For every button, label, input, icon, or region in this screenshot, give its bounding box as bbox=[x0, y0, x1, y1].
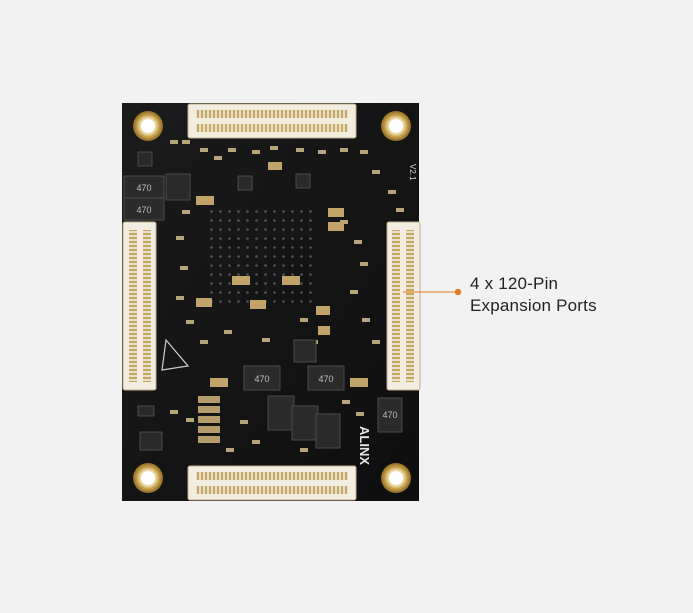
inductor-center-2: 470 bbox=[307, 365, 345, 391]
mounting-hole-bottom-right bbox=[381, 463, 411, 493]
inductor-lower-3 bbox=[315, 413, 341, 449]
tantalum-capacitors bbox=[196, 162, 368, 387]
inductor-lower-2 bbox=[291, 405, 319, 441]
silkscreen-rev: V2.1 bbox=[408, 164, 417, 181]
expansion-connector-bottom bbox=[187, 465, 357, 501]
svg-text:470: 470 bbox=[136, 205, 151, 215]
mounting-hole-bottom-left bbox=[133, 463, 163, 493]
expansion-connector-right bbox=[386, 221, 421, 391]
callout-label: 4 x 120-Pin Expansion Ports bbox=[470, 273, 597, 317]
silkscreen-triangle-logo bbox=[161, 338, 190, 371]
silkscreen-brand: ALINX bbox=[357, 426, 372, 465]
inductor-left-top: 470 bbox=[123, 175, 165, 199]
inductor-top-mid bbox=[165, 173, 191, 201]
inductor-left-bottom: 470 bbox=[123, 197, 165, 221]
resistor-stack bbox=[198, 396, 220, 443]
mounting-hole-top-right bbox=[381, 111, 411, 141]
svg-text:470: 470 bbox=[318, 374, 333, 384]
svg-text:470: 470 bbox=[136, 183, 151, 193]
small-ics bbox=[137, 151, 317, 451]
callout-line-1: 4 x 120-Pin bbox=[470, 274, 559, 293]
mounting-hole-top-left bbox=[133, 111, 163, 141]
callout-dot bbox=[454, 288, 462, 296]
expansion-connector-left bbox=[122, 221, 157, 391]
expansion-connector-top bbox=[187, 103, 357, 139]
smd-components bbox=[170, 140, 404, 452]
svg-text:470: 470 bbox=[254, 374, 269, 384]
callout-line-2: Expansion Ports bbox=[470, 296, 597, 315]
inductor-lower-right: 470 bbox=[377, 397, 403, 433]
inductor-center-1: 470 bbox=[243, 365, 281, 391]
svg-text:470: 470 bbox=[382, 410, 397, 420]
inductor-lower-1 bbox=[267, 395, 295, 431]
via-field bbox=[205, 205, 315, 305]
